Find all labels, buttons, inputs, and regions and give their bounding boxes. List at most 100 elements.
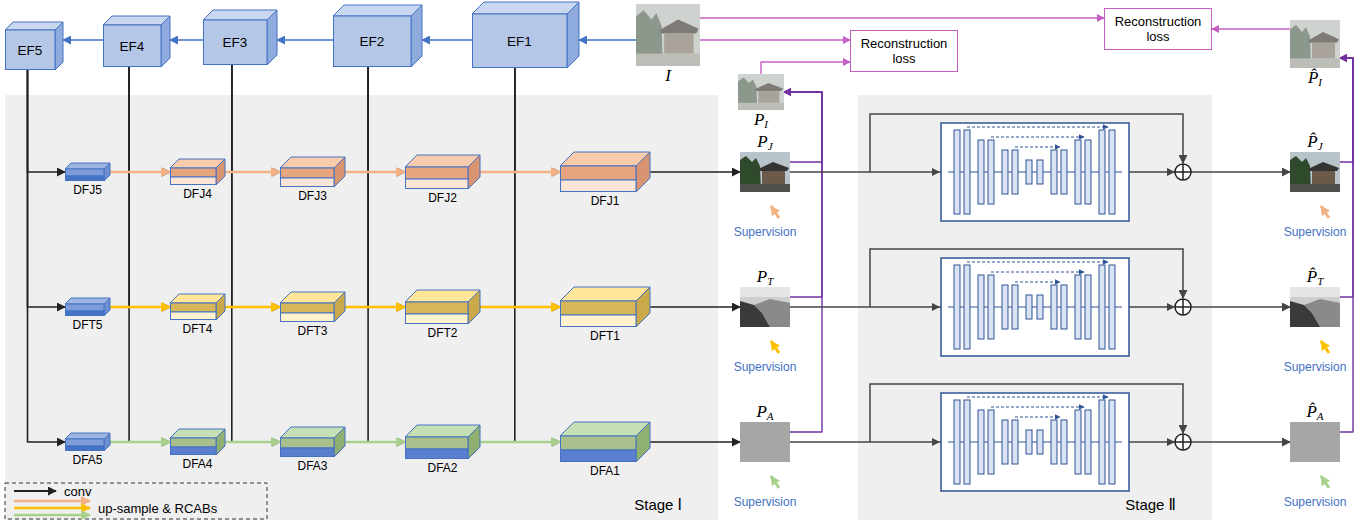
loss-box: Reconstruction loss <box>850 30 958 72</box>
connector <box>225 171 280 174</box>
connector <box>232 65 280 442</box>
supervision-arrow <box>771 341 779 353</box>
photo <box>1290 287 1340 327</box>
decoder-feature: DFT5 <box>65 298 110 316</box>
photo-sky <box>740 152 790 192</box>
slab-band <box>406 302 469 314</box>
slab-top <box>560 422 650 436</box>
block-side <box>267 10 277 65</box>
supervision-arrow <box>771 206 779 218</box>
decoder-feature: DFT2 <box>405 290 480 324</box>
photo-building <box>664 33 693 53</box>
block-front <box>204 20 268 65</box>
photo-building <box>1312 171 1335 184</box>
photo <box>740 152 790 192</box>
feature-slab <box>280 427 345 457</box>
connector <box>368 67 405 442</box>
feature-label: DFT1 <box>590 329 620 343</box>
map-dark <box>740 301 770 327</box>
slab-band <box>66 311 105 316</box>
slab-side <box>104 433 110 451</box>
slab-band <box>561 450 637 462</box>
photo <box>1290 20 1340 68</box>
connector <box>784 92 822 297</box>
photo-building <box>762 171 785 184</box>
block-side <box>567 2 579 68</box>
map-top <box>1290 287 1340 297</box>
slab-side <box>468 155 480 189</box>
subscript: I <box>1318 76 1322 88</box>
map-dark <box>1290 301 1320 327</box>
stage-panel: Stage ⅠDFJ5DFJ4DFJ3DFJ2DFJ1DFT5DFT4DFT3D… <box>5 95 718 520</box>
map-bg <box>740 287 790 327</box>
connector <box>579 39 636 41</box>
slab-band <box>171 438 217 447</box>
feature-slab <box>405 290 480 324</box>
connector <box>784 92 822 432</box>
encoder-block: EF5 <box>5 22 63 70</box>
connector <box>480 441 560 444</box>
block-label: EF4 <box>103 25 161 67</box>
block-front <box>6 30 56 70</box>
map-flat <box>1290 422 1340 462</box>
slab-band <box>66 446 105 451</box>
subscript: J <box>768 140 773 152</box>
connector <box>63 39 103 41</box>
photo-ground <box>1290 184 1340 192</box>
block-label: EF3 <box>203 20 267 65</box>
connector <box>515 68 560 172</box>
image-symbol: PA <box>756 403 773 421</box>
photo-ground <box>738 103 784 110</box>
slab-side <box>104 163 110 181</box>
feature-label: DFA5 <box>72 453 102 467</box>
connector <box>345 171 405 174</box>
decoder-feature: DFA1 <box>560 422 650 462</box>
feature-slab <box>65 298 110 316</box>
unet <box>941 258 1129 356</box>
slab-side <box>468 290 480 324</box>
connector <box>784 92 822 162</box>
feature-slab <box>560 422 650 462</box>
photo <box>738 74 784 110</box>
slab-band <box>406 167 469 179</box>
subscript: J <box>1318 140 1323 152</box>
slab-band <box>66 169 105 176</box>
photo <box>1290 152 1340 192</box>
connector <box>515 68 560 442</box>
feature-slab <box>405 425 480 459</box>
connector <box>515 68 560 307</box>
sum-symbol <box>1175 299 1191 315</box>
arrowhead <box>1167 303 1175 311</box>
unet <box>941 393 1129 491</box>
connector <box>28 70 66 442</box>
slab-band <box>66 304 105 311</box>
photo <box>636 4 700 66</box>
supervision-label: Supervision <box>734 360 797 374</box>
image-symbol: P̂J <box>1307 133 1322 151</box>
slab-band <box>66 439 105 446</box>
connector <box>110 306 170 309</box>
feature-label: DFT5 <box>73 318 103 332</box>
photo-ground <box>636 54 700 66</box>
connector <box>225 441 280 444</box>
image-symbol: P̂T <box>1307 268 1324 286</box>
slab-side <box>636 422 650 462</box>
connector <box>1340 58 1353 162</box>
supervision-label: Supervision <box>1284 360 1347 374</box>
block-side <box>55 22 63 70</box>
slab-side <box>216 294 225 320</box>
connector <box>277 39 333 41</box>
photo-building <box>1312 43 1335 59</box>
connector <box>650 171 740 173</box>
connector <box>700 17 1104 18</box>
supervision-arrow <box>1321 476 1329 488</box>
slab-side <box>636 287 650 327</box>
map-top <box>740 287 790 297</box>
block-top <box>333 5 422 16</box>
connector <box>368 67 405 172</box>
image-tile: PJ <box>740 152 790 192</box>
feature-label: DFT3 <box>298 324 328 338</box>
sum-symbol <box>1175 299 1191 315</box>
slab-top <box>405 290 480 302</box>
